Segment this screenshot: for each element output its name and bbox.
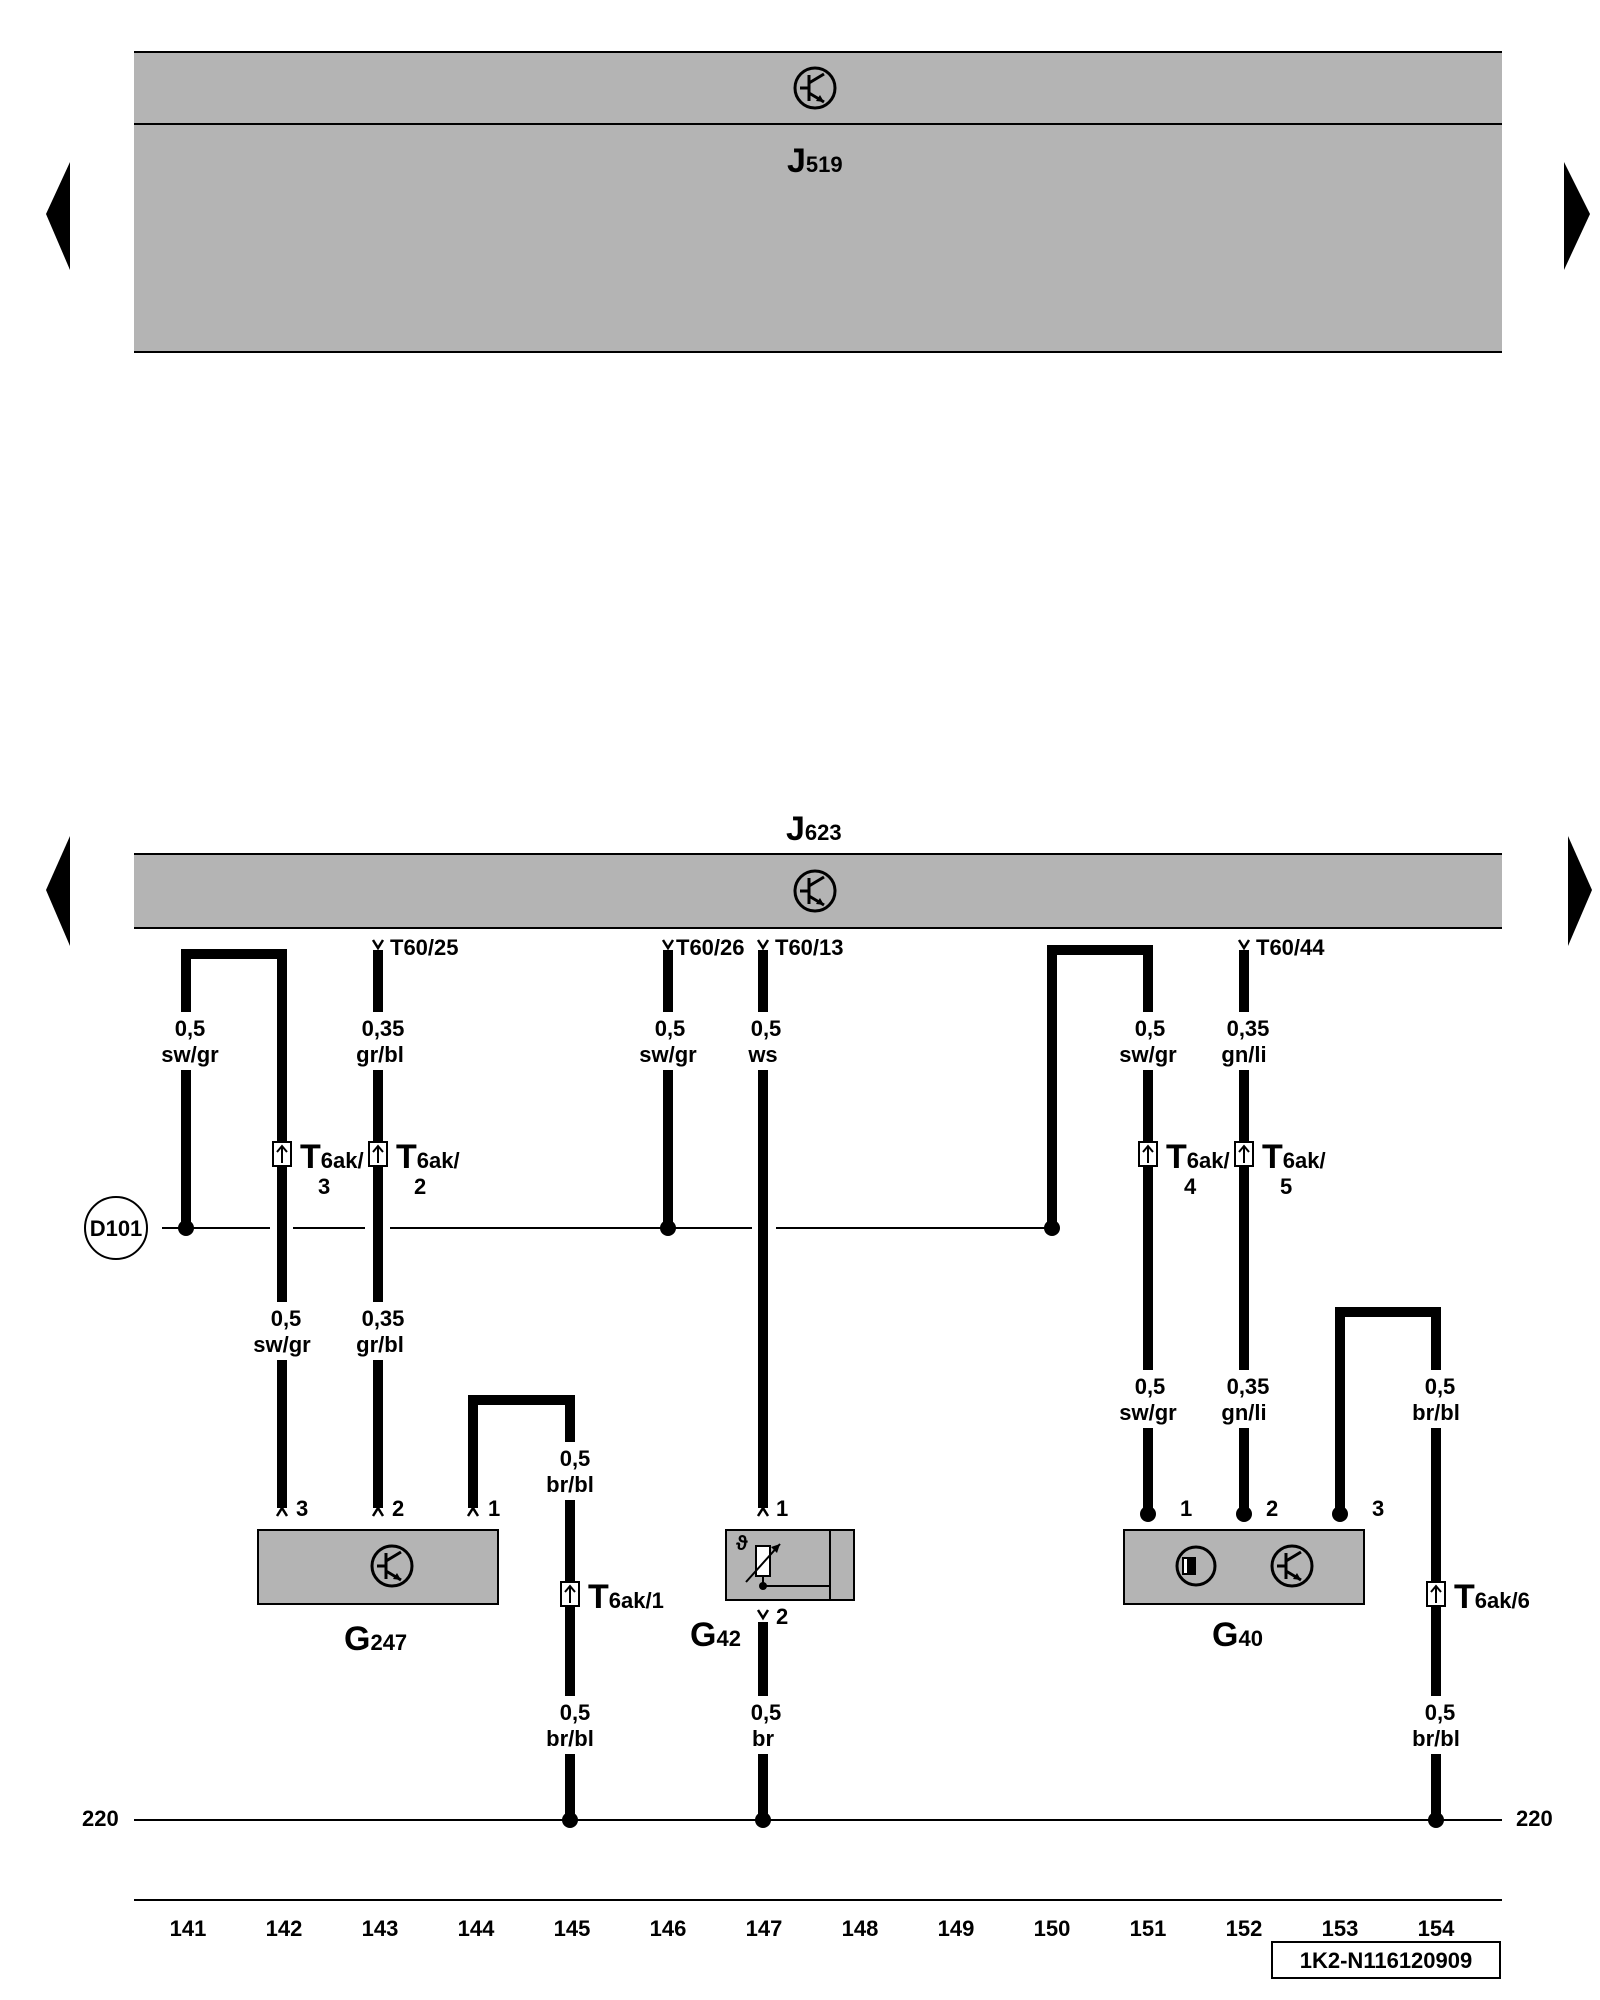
ecu-pin-t60-44: T60/44 <box>1256 935 1325 960</box>
wire-color: sw/gr <box>1119 1042 1177 1067</box>
column-number: 147 <box>746 1916 783 1941</box>
component-g247: 3 2 1 G247 <box>257 1496 500 1658</box>
wire-size: 0,35 <box>1227 1374 1270 1399</box>
wire-color: br/bl <box>1412 1400 1460 1425</box>
svg-text:1K2-N116120909: 1K2-N116120909 <box>1300 1948 1472 1973</box>
component-g42: 1 ϑ 2 G42 <box>690 1496 855 1654</box>
wire-color: br/bl <box>546 1726 594 1751</box>
svg-text:2: 2 <box>1266 1496 1278 1521</box>
connector-t6ak-2: T6ak/ <box>396 1138 460 1176</box>
ecu-pin-t60-26: T60/26 <box>676 935 745 960</box>
connector-t6ak-4: T6ak/ <box>1166 1138 1230 1176</box>
unit-label-j519: J519 <box>787 142 843 180</box>
column-number: 143 <box>362 1916 399 1941</box>
wire-color: ws <box>747 1042 777 1067</box>
column-number: 146 <box>650 1916 687 1941</box>
component-g40: 1 2 3 G40 <box>1123 1496 1384 1654</box>
column-numbers: 141 142 143 144 145 146 147 148 149 150 … <box>170 1916 1455 1941</box>
wire-color: gr/bl <box>356 1042 404 1067</box>
column-number: 151 <box>1130 1916 1167 1941</box>
svg-text:3: 3 <box>318 1174 330 1199</box>
wire-size: 0,5 <box>751 1700 782 1725</box>
nav-arrow-left-icon[interactable] <box>46 836 70 946</box>
wire-size: 0,5 <box>1425 1374 1456 1399</box>
wire-size: 0,35 <box>1227 1016 1270 1041</box>
unit-label-j623: J623 <box>786 810 842 848</box>
wire-size: 0,5 <box>1135 1016 1166 1041</box>
wire-size: 0,5 <box>655 1016 686 1041</box>
wire-color: br/bl <box>1412 1726 1460 1751</box>
connector-t6ak-6: T6ak/6 <box>1454 1578 1530 1616</box>
svg-text:2: 2 <box>392 1496 404 1521</box>
column-number: 148 <box>842 1916 879 1941</box>
wire-size: 0,5 <box>1135 1374 1166 1399</box>
svg-text:1: 1 <box>776 1496 788 1521</box>
connector-icon <box>368 1141 388 1167</box>
column-number: 142 <box>266 1916 303 1941</box>
node-d101: D101 <box>84 1196 148 1260</box>
column-number: 144 <box>458 1916 495 1941</box>
column-number: 149 <box>938 1916 975 1941</box>
wire-color: br/bl <box>546 1472 594 1497</box>
nav-arrow-right-icon[interactable] <box>1564 162 1590 270</box>
column-number: 141 <box>170 1916 207 1941</box>
wire-size: 0,35 <box>362 1016 405 1041</box>
svg-text:2: 2 <box>414 1174 426 1199</box>
wire-size: 0,5 <box>1425 1700 1456 1725</box>
temperature-sensor-icon: ϑ <box>736 1533 830 1590</box>
svg-text:D101: D101 <box>90 1216 143 1241</box>
svg-text:3: 3 <box>1372 1496 1384 1521</box>
svg-text:2: 2 <box>776 1604 788 1629</box>
ground-number-left: 220 <box>82 1806 119 1831</box>
ground-number-right: 220 <box>1516 1806 1553 1831</box>
column-number: 153 <box>1322 1916 1359 1941</box>
connector-t6ak-5: T6ak/ <box>1262 1138 1326 1176</box>
wire-color: br <box>752 1726 774 1751</box>
ecu-pin-t60-13: T60/13 <box>775 935 844 960</box>
column-number: 150 <box>1034 1916 1071 1941</box>
connector-icon <box>560 1581 580 1607</box>
component-label-g42: G42 <box>690 1616 741 1654</box>
column-number: 154 <box>1418 1916 1455 1941</box>
connector-t6ak-3: T6ak/ <box>300 1138 364 1176</box>
wire-size: 0,5 <box>560 1446 591 1471</box>
connector-t6ak-1: T6ak/1 <box>588 1578 664 1616</box>
connector-icon <box>1138 1141 1158 1167</box>
wire-size: 0,5 <box>560 1700 591 1725</box>
wire-color: sw/gr <box>253 1332 311 1357</box>
wire-size: 0,5 <box>271 1306 302 1331</box>
component-label-g247: G247 <box>344 1620 407 1658</box>
nav-arrow-right-icon[interactable] <box>1568 836 1592 946</box>
svg-text:5: 5 <box>1280 1174 1292 1199</box>
wire-color: sw/gr <box>161 1042 219 1067</box>
column-number: 145 <box>554 1916 591 1941</box>
connector-icon <box>272 1141 292 1167</box>
hall-sensor-icon <box>1175 1545 1217 1587</box>
wire-color: gn/li <box>1221 1400 1266 1425</box>
connector-icon <box>1426 1581 1446 1607</box>
ecu-pin-t60-25: T60/25 <box>390 935 459 960</box>
svg-text:1: 1 <box>1180 1496 1192 1521</box>
wire-color: sw/gr <box>1119 1400 1177 1425</box>
wire-color: sw/gr <box>639 1042 697 1067</box>
svg-text:4: 4 <box>1184 1174 1197 1199</box>
nav-arrow-left-icon[interactable] <box>46 162 70 270</box>
wire-size: 0,5 <box>751 1016 782 1041</box>
control-unit-j519: J519 <box>134 51 1502 353</box>
wire-color: gn/li <box>1221 1042 1266 1067</box>
svg-text:ϑ: ϑ <box>736 1533 748 1555</box>
wire-size: 0,35 <box>362 1306 405 1331</box>
svg-text:1: 1 <box>488 1496 500 1521</box>
document-id: 1K2-N116120909 <box>1271 1941 1501 1979</box>
svg-text:3: 3 <box>296 1496 308 1521</box>
control-unit-j623: J623 <box>134 810 1502 929</box>
wire-size: 0,5 <box>175 1016 206 1041</box>
component-label-g40: G40 <box>1212 1616 1263 1654</box>
connector-icon <box>1234 1141 1254 1167</box>
wire-color: gr/bl <box>356 1332 404 1357</box>
column-number: 152 <box>1226 1916 1263 1941</box>
